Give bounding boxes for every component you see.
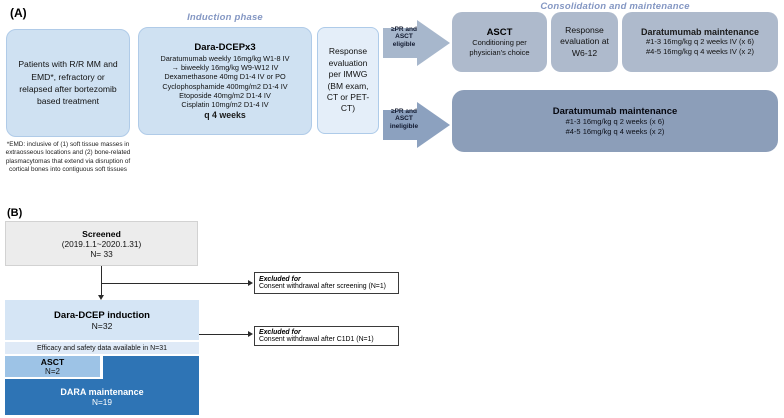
dara-maint-asct-title: Daratumumab maintenance xyxy=(640,27,760,38)
induction-box: Dara-DCEP induction N=32 xyxy=(5,300,199,340)
dara-maintenance-ineligible-box: Daratumumab maintenance #1-3 16mg/kg q 2… xyxy=(452,90,778,152)
induction-phase-header: Induction phase xyxy=(187,12,263,23)
asct-conditioning-box: ASCT Conditioning per physician's choice xyxy=(452,12,547,72)
arrow-label-line: ASCT xyxy=(395,115,413,123)
dara-maint-b-n: N=19 xyxy=(91,397,113,407)
arrow-asct-ineligible-label: ≥PR and ASCT ineligible xyxy=(384,108,424,130)
dara-dcep-line: Cyclophosphamide 400mg/m2 D1-4 IV xyxy=(162,81,288,91)
consolidation-header: Consolidation and maintenance xyxy=(540,1,690,12)
response-imwg-box: Response evaluation per IMWG (BM exam, C… xyxy=(317,27,379,134)
arrow-asct-eligible-icon xyxy=(383,20,450,66)
panel-b-label: (B) xyxy=(7,207,23,219)
arrow-label-line: ≥PR and xyxy=(391,108,417,115)
emd-footnote: *EMD: inclusive of (1) soft tissue masse… xyxy=(5,141,131,173)
excluded-1-title: Excluded for xyxy=(259,276,301,283)
dara-maint-asct-line: #4-5 16mg/kg q 4 weeks IV (x 2) xyxy=(646,47,754,56)
arrow-label-line: eligible xyxy=(392,40,416,48)
dara-dcep-line: Dexamethasone 40mg D1-4 IV or PO xyxy=(164,72,286,82)
asct-b-n: N=2 xyxy=(45,367,60,376)
dara-dcep-title: Dara-DCEPx3 xyxy=(194,42,256,54)
screened-n: N= 33 xyxy=(90,248,113,259)
patients-box-text: Patients with R/R MM and EMD*, refractor… xyxy=(18,59,118,107)
dara-dcep-line: Daratumumab weekly 16mg/kg W1-8 IV xyxy=(160,54,290,64)
screened-dates: (2019.1.1~2020.1.31) xyxy=(61,238,142,249)
connector-to-excluded-2 xyxy=(199,334,248,335)
screened-box: Screened (2019.1.1~2020.1.31) N= 33 xyxy=(5,221,198,266)
dara-maint-inelig-title: Daratumumab maintenance xyxy=(552,105,678,117)
asct-b-box: ASCT N=2 xyxy=(5,356,103,379)
response-w612-box: Response evaluation at W6-12 xyxy=(551,12,618,72)
efficacy-text: Efficacy and safety data available in N=… xyxy=(36,344,168,352)
dara-maint-b-title: DARA maintenance xyxy=(60,387,144,397)
excluded-box-c1d1: Excluded for Consent withdrawal after C1… xyxy=(254,326,399,346)
response-w612-text: Response evaluation at W6-12 xyxy=(560,24,609,58)
dara-maint-asct-line: #1-3 16mg/kg q 2 weeks IV (x 6) xyxy=(646,37,754,47)
asct-title: ASCT xyxy=(486,26,513,38)
excluded-box-screening: Excluded for Consent withdrawal after sc… xyxy=(254,272,399,294)
dara-dcep-line: → biweekly 16mg/kg W9-W12 IV xyxy=(171,63,279,73)
arrow-label-line: ASCT xyxy=(395,33,413,41)
arrow-label-line: ≥PR and xyxy=(391,26,417,33)
induction-n: N=32 xyxy=(91,320,113,331)
induction-title: Dara-DCEP induction xyxy=(54,309,150,321)
dara-maintenance-region: DARA maintenance N=19 ASCT N=2 xyxy=(5,356,199,415)
arrowhead-right-icon xyxy=(248,280,253,286)
asct-b-title: ASCT xyxy=(40,357,65,367)
dara-maint-inelig-line: #4-5 16mg/kg q 4 weeks (x 2) xyxy=(565,126,665,136)
connector-to-excluded-1 xyxy=(102,283,248,284)
dara-dcep-footer: q 4 weeks xyxy=(204,109,246,120)
connector-screened-to-induction xyxy=(101,266,102,295)
dara-maintenance-asct-box: Daratumumab maintenance #1-3 16mg/kg q 2… xyxy=(622,12,778,72)
excluded-2-text: Consent withdrawal after C1D1 (N=1) xyxy=(259,336,374,343)
arrow-asct-ineligible-icon xyxy=(383,102,450,148)
excluded-1-text: Consent withdrawal after screening (N=1) xyxy=(259,283,386,290)
panel-a-label: (A) xyxy=(10,6,27,20)
arrow-asct-eligible-label: ≥PR and ASCT eligible xyxy=(384,26,424,48)
patients-box: Patients with R/R MM and EMD*, refractor… xyxy=(6,29,130,137)
dara-dcep-line: Etoposide 40mg/m2 D1-4 IV xyxy=(179,90,271,100)
response-imwg-text: Response evaluation per IMWG (BM exam, C… xyxy=(326,46,370,114)
dara-maintenance-b-box: DARA maintenance N=19 xyxy=(5,379,199,415)
arrowhead-down-icon xyxy=(98,295,104,300)
arrowhead-right-icon xyxy=(248,331,253,337)
dara-dcep-box: Dara-DCEPx3 Daratumumab weekly 16mg/kg W… xyxy=(138,27,312,135)
screened-title: Screened xyxy=(82,228,121,239)
efficacy-bar: Efficacy and safety data available in N=… xyxy=(5,342,199,354)
excluded-2-title: Excluded for xyxy=(259,329,301,336)
arrow-label-line: ineligible xyxy=(389,122,419,130)
dara-dcep-line: Cisplatin 10mg/m2 D1-4 IV xyxy=(181,99,269,109)
dara-maint-inelig-line: #1-3 16mg/kg q 2 weeks (x 6) xyxy=(565,116,665,126)
asct-text: Conditioning per physician's choice xyxy=(469,37,530,57)
